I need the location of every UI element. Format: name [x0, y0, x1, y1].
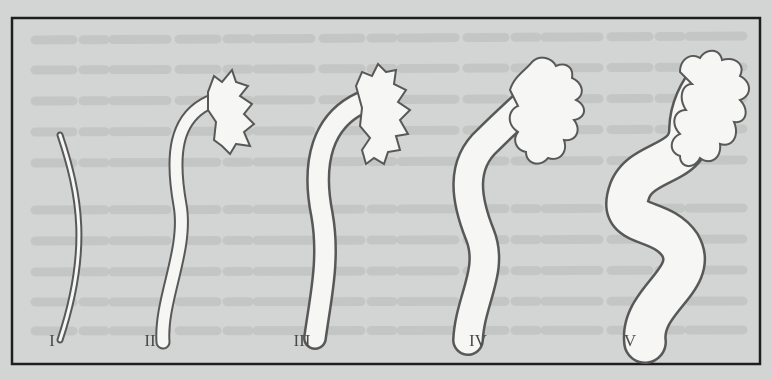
stage-5-label: V [624, 331, 637, 350]
stage-3-renal-pelvis [356, 64, 410, 164]
stage-1-label: I [49, 331, 55, 350]
stage-4-renal-pelvis [510, 58, 584, 164]
stage-3-ureter [315, 64, 410, 338]
stage-2-label: II [144, 331, 156, 350]
stage-2-renal-pelvis [208, 70, 254, 154]
stage-4-label: IV [469, 331, 488, 350]
stage-3-label: III [294, 331, 311, 350]
